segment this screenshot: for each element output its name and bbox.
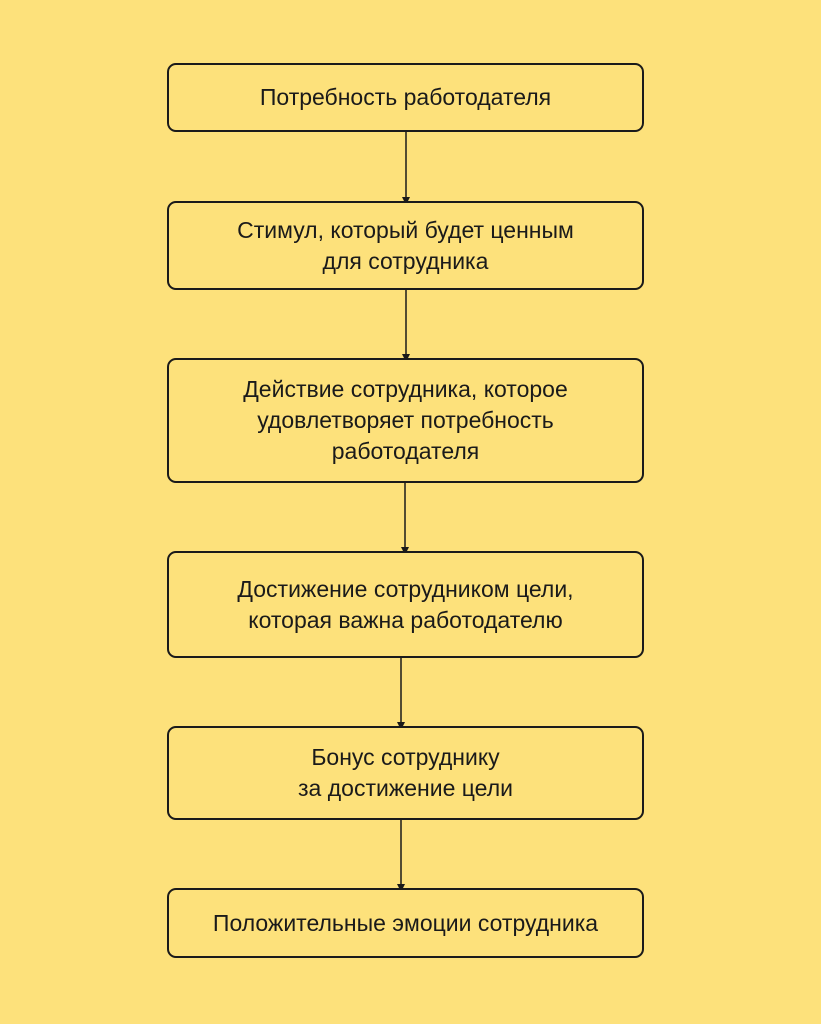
step-box-employer-need: Потребность работодателя xyxy=(167,63,644,132)
step-label: Достижение сотрудником цели, которая важ… xyxy=(237,575,574,633)
step-box-goal-achievement: Достижение сотрудником цели, которая важ… xyxy=(167,551,644,658)
step-label: Положительные эмоции сотрудника xyxy=(212,909,599,936)
step-label: Действие сотрудника, которое удовлетворя… xyxy=(243,376,568,464)
step-box-employee-action: Действие сотрудника, которое удовлетворя… xyxy=(167,358,644,483)
step-box-incentive: Стимул, который будет ценным для сотрудн… xyxy=(167,201,644,290)
step-label: Бонус сотруднику за достижение цели xyxy=(298,744,513,801)
step-box-bonus: Бонус сотруднику за достижение цели xyxy=(167,726,644,820)
step-label: Стимул, который будет ценным для сотрудн… xyxy=(237,216,574,274)
step-box-positive-emotions: Положительные эмоции сотрудника xyxy=(167,888,644,958)
step-label: Потребность работодателя xyxy=(259,84,552,110)
